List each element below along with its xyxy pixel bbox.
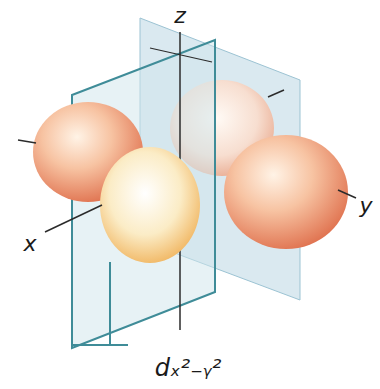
plane-edge xyxy=(72,344,128,346)
axis-tick xyxy=(268,90,284,97)
plane-edge xyxy=(109,262,111,345)
orbital-lobe xyxy=(100,147,200,263)
axis-label: x xyxy=(23,233,36,255)
orbital-lobe xyxy=(224,135,348,249)
axis-tick xyxy=(18,140,36,143)
x-axis xyxy=(45,205,102,232)
axis-tick xyxy=(338,190,356,198)
plane-edge xyxy=(150,48,212,62)
axis-label: y xyxy=(359,195,372,217)
axis-label: z xyxy=(174,5,186,27)
orbital-caption: dₓ²₋ᵧ² xyxy=(155,356,222,380)
